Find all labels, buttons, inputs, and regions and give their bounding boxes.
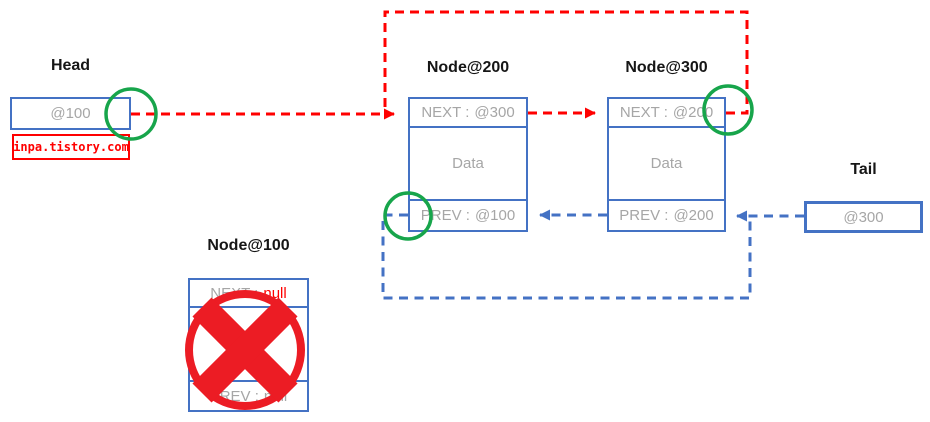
tail-label: Tail xyxy=(850,161,877,178)
node300-prev-prefix: PREV : xyxy=(619,207,669,224)
node200-prev-value: @100 xyxy=(474,207,516,224)
node100-data-field xyxy=(190,308,307,382)
node300-data-field: Data xyxy=(609,128,724,201)
watermark-text: inpa.tistory.com xyxy=(13,140,129,154)
node-200: NEXT : @300 Data PREV : @100 xyxy=(408,97,528,232)
node100-next-field: NEXT : null xyxy=(190,280,307,308)
tail-pointer-box: @300 xyxy=(804,201,923,233)
node100-prev-prefix: PREV : xyxy=(209,387,259,405)
node300-next-field: NEXT : @200 xyxy=(609,99,724,128)
node200-next-value: @300 xyxy=(474,104,515,121)
head-pointer-value: @100 xyxy=(50,105,91,122)
node300-prev-field: PREV : @200 xyxy=(609,201,724,230)
node100-prev-value: null xyxy=(263,387,288,405)
node200-label: Node@200 xyxy=(426,59,510,76)
node300-next-value: @200 xyxy=(672,104,714,121)
node100-prev-field: PREV : null xyxy=(190,382,307,410)
head-pointer-box: @100 xyxy=(10,97,131,130)
watermark-badge: inpa.tistory.com xyxy=(12,134,130,160)
node200-prev-prefix: PREV : xyxy=(420,207,470,224)
node300-prev-value: @200 xyxy=(673,207,714,224)
node200-prev-field: PREV : @100 xyxy=(410,201,526,230)
node100-next-value: null xyxy=(263,284,287,302)
node-100-deleted: NEXT : null PREV : null xyxy=(188,278,309,412)
node300-label: Node@300 xyxy=(625,59,708,76)
node200-next-field: NEXT : @300 xyxy=(410,99,526,128)
node-300: NEXT : @200 Data PREV : @200 xyxy=(607,97,726,232)
head-label: Head xyxy=(50,57,91,74)
node200-data-field: Data xyxy=(410,128,526,201)
node200-next-prefix: NEXT : xyxy=(421,104,470,121)
node100-next-prefix: NEXT : xyxy=(210,284,259,302)
tail-pointer-value: @300 xyxy=(843,208,884,226)
node100-label: Node@100 xyxy=(207,237,290,254)
node300-next-prefix: NEXT : xyxy=(619,104,668,121)
